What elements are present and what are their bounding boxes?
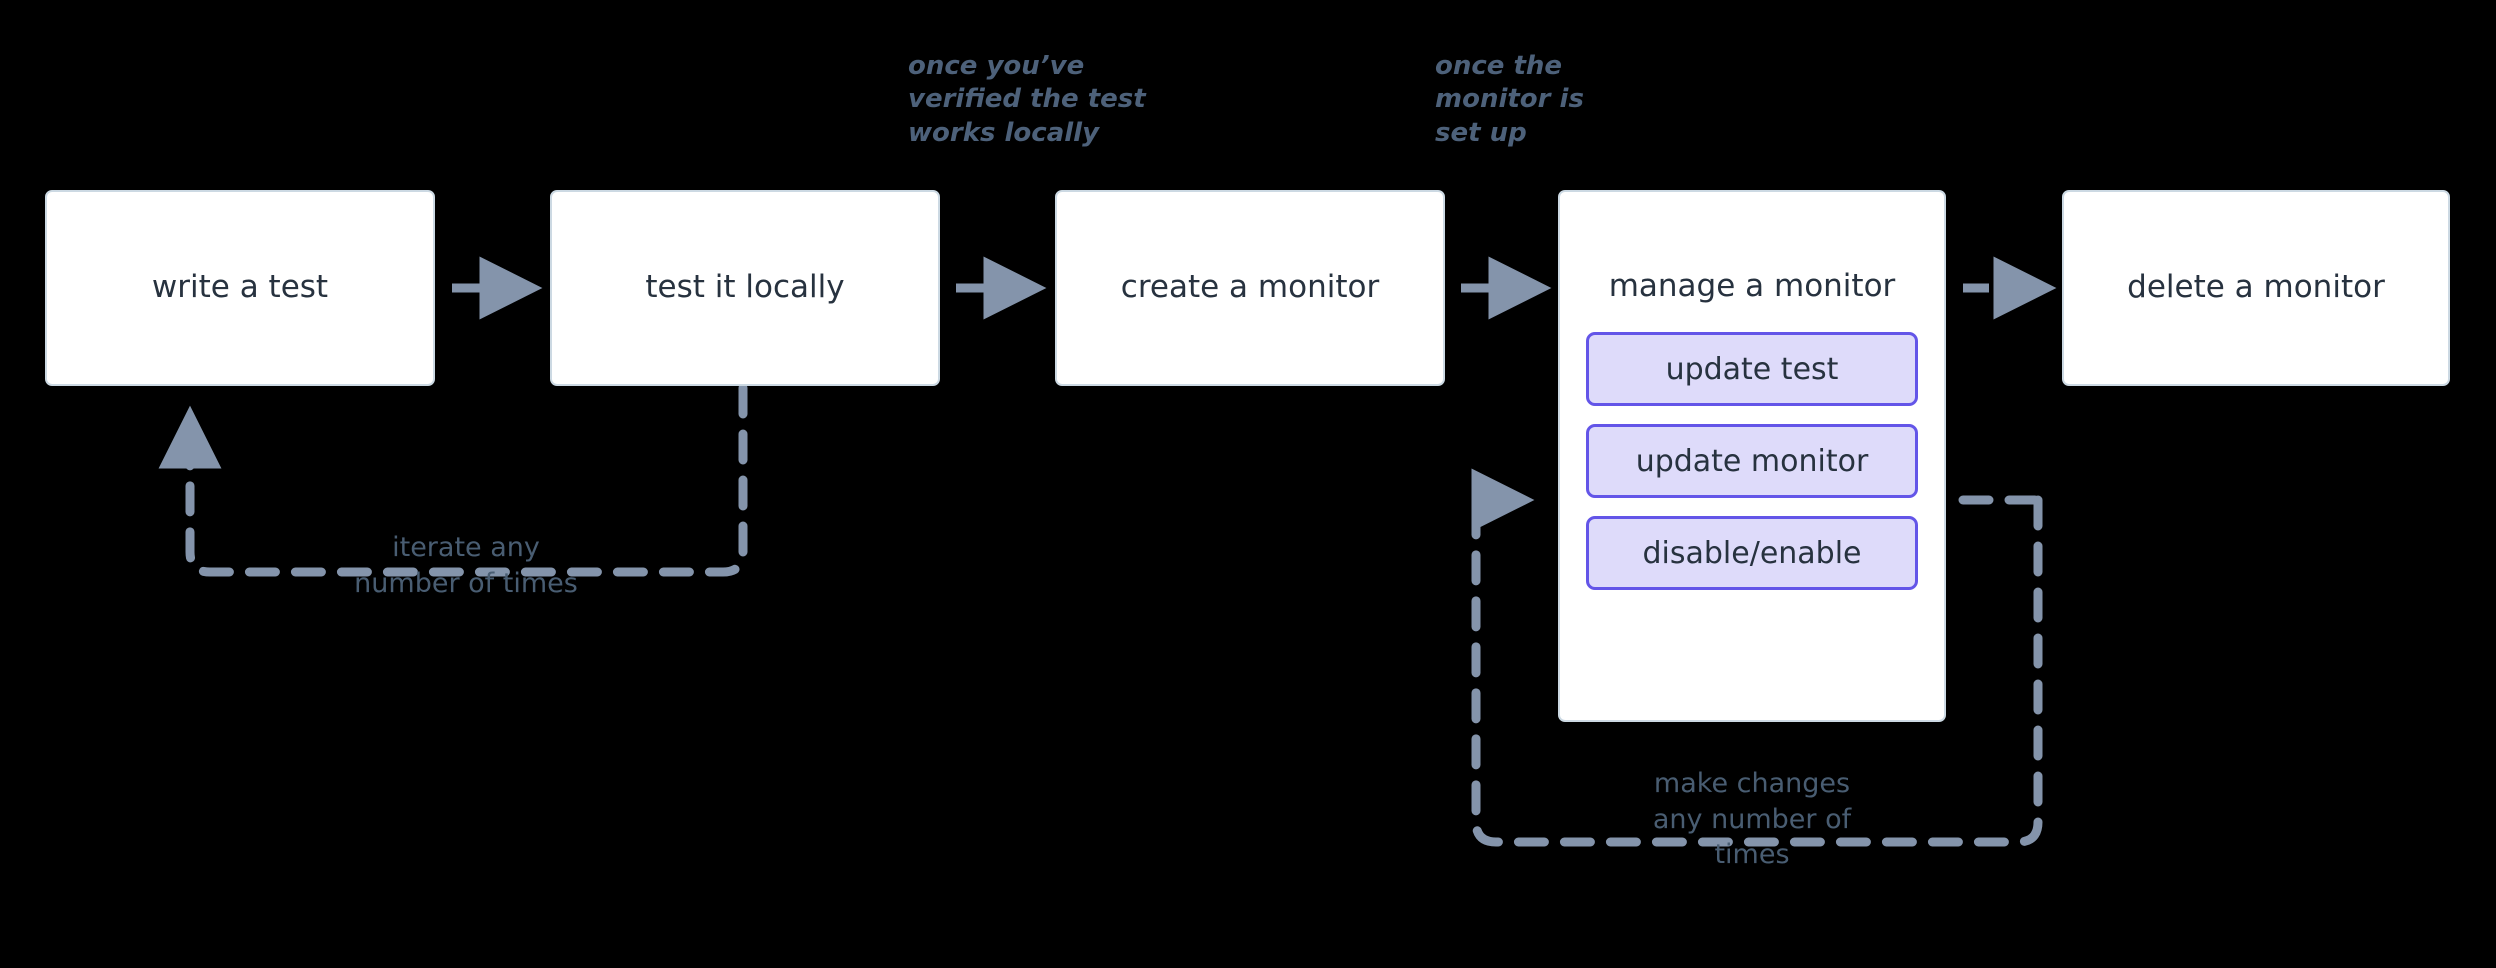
node-manage-a-monitor[interactable]: manage a monitor update test update moni… [1558,190,1946,722]
subnode-label: update test [1665,351,1839,387]
loop-label-make-changes: make changes any number of times [1652,768,1852,871]
node-label: delete a monitor [2127,269,2385,306]
node-delete-a-monitor[interactable]: delete a monitor [2062,190,2450,386]
loop-label-iterate: iterate any number of times [354,532,578,599]
annotation-monitor-set-up: once the monitor is set up [1435,51,1584,148]
subnode-update-monitor[interactable]: update monitor [1586,424,1918,498]
node-label: write a test [151,269,329,306]
node-test-it-locally[interactable]: test it locally [550,190,940,386]
subnode-disable-enable[interactable]: disable/enable [1586,516,1918,590]
subnode-update-test[interactable]: update test [1586,332,1918,406]
subnode-label: disable/enable [1642,535,1862,571]
node-write-a-test[interactable]: write a test [45,190,435,386]
node-create-a-monitor[interactable]: create a monitor [1055,190,1445,386]
annotation-verified-locally: once you’ve verified the test works loca… [908,51,1146,148]
node-label: create a monitor [1120,269,1380,306]
group-title: manage a monitor [1608,268,1896,304]
subnode-label: update monitor [1635,443,1869,479]
manage-subnode-list: update test update monitor disable/enabl… [1560,332,1944,590]
node-label: test it locally [645,269,845,306]
